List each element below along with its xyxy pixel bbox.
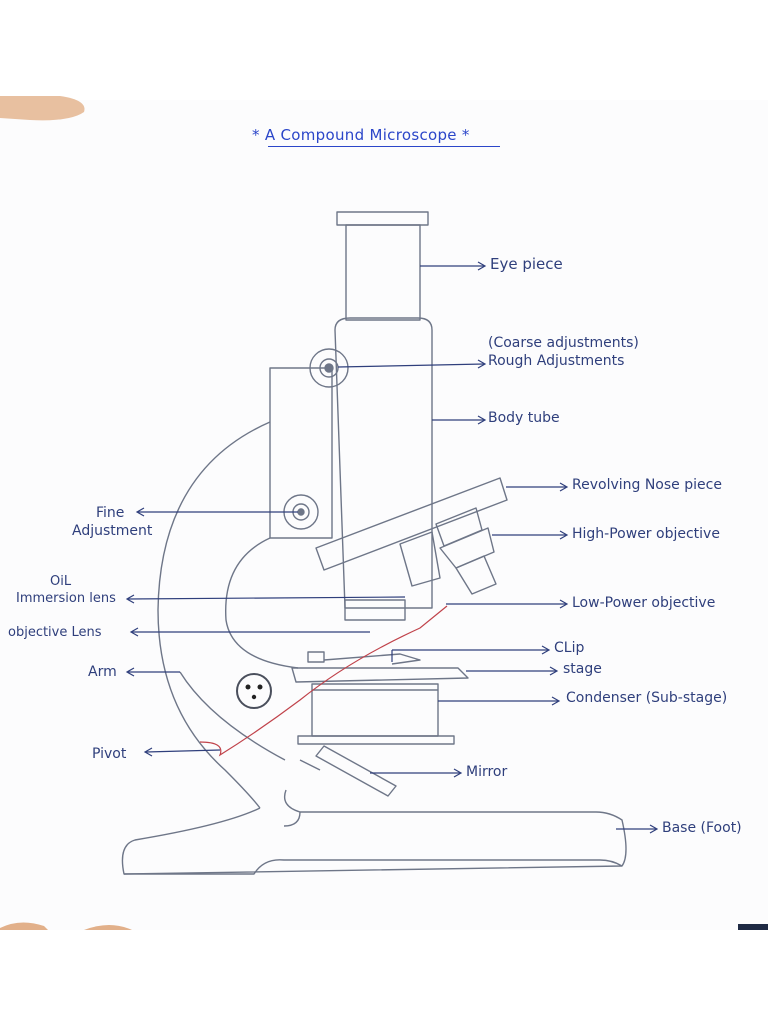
arrow-rough-adjustments [337, 363, 485, 368]
coarse-knob-outer [309, 348, 349, 388]
label-pivot: Pivot [92, 746, 127, 762]
arrow-pivot [145, 749, 221, 753]
finger-bottom-left [0, 922, 48, 930]
smiley-mouth [251, 694, 257, 700]
stage-clip [307, 651, 325, 663]
label-clip: CLip [554, 640, 585, 656]
arm-back [179, 671, 286, 761]
label-stage: stage [563, 661, 602, 677]
label-objective-lens: objective Lens [8, 625, 102, 640]
label-fine-adjustment-line1: Fine [96, 505, 125, 521]
arrow-oil-immersion [127, 596, 406, 600]
objective-low [399, 531, 441, 587]
base-bottom [124, 859, 623, 875]
pointer-red-line [199, 605, 448, 757]
smiley-eye-left [245, 684, 251, 690]
base-foot [283, 811, 301, 827]
mirror-holder [299, 759, 321, 771]
label-coarse-adjustments: (Coarse adjustments) [488, 335, 639, 351]
label-revolving-nose-piece: Revolving Nose piece [572, 477, 722, 493]
label-body-tube: Body tube [488, 410, 560, 426]
stage-plate [291, 667, 469, 683]
dark-corner [738, 924, 768, 930]
arm-curve [157, 421, 271, 809]
title-underline [268, 146, 500, 147]
body-tube [334, 317, 433, 609]
smiley-face [236, 673, 272, 709]
smiley-eye-right [257, 684, 263, 690]
finger-bottom-mid [84, 925, 132, 930]
label-mirror: Mirror [466, 764, 508, 780]
tube-lower [344, 599, 406, 621]
finger-top [0, 96, 85, 121]
label-oil-immersion-line2: Immersion lens [16, 591, 116, 606]
objective-high-tip [455, 555, 497, 595]
label-eye-piece: Eye piece [490, 255, 563, 273]
label-high-power-objective: High-Power objective [572, 526, 720, 542]
label-rough-adjustments: Rough Adjustments [488, 353, 625, 369]
label-condenser: Condenser (Sub-stage) [566, 690, 728, 706]
mirror [315, 745, 397, 797]
objective-high-body [439, 527, 495, 569]
paper-sheet [0, 100, 768, 930]
label-fine-adjustment-line2: Adjustment [72, 523, 153, 539]
eyepiece-tube [345, 224, 421, 321]
label-arm: Arm [88, 664, 117, 680]
nose-piece [315, 477, 508, 571]
label-base: Base (Foot) [662, 820, 742, 836]
base [121, 789, 627, 875]
label-oil-immersion-line1: OiL [50, 574, 72, 589]
fine-knob-center [297, 508, 305, 516]
coarse-knob-center [324, 363, 334, 373]
arm-inner-curve [225, 537, 299, 669]
page-title: * A Compound Microscope * [252, 126, 470, 144]
substage-plate [297, 735, 455, 745]
stage-clip-spring [323, 653, 421, 665]
label-low-power-objective: Low-Power objective [572, 595, 716, 611]
coarse-knob-inner [319, 358, 339, 378]
arm-block [269, 367, 333, 539]
